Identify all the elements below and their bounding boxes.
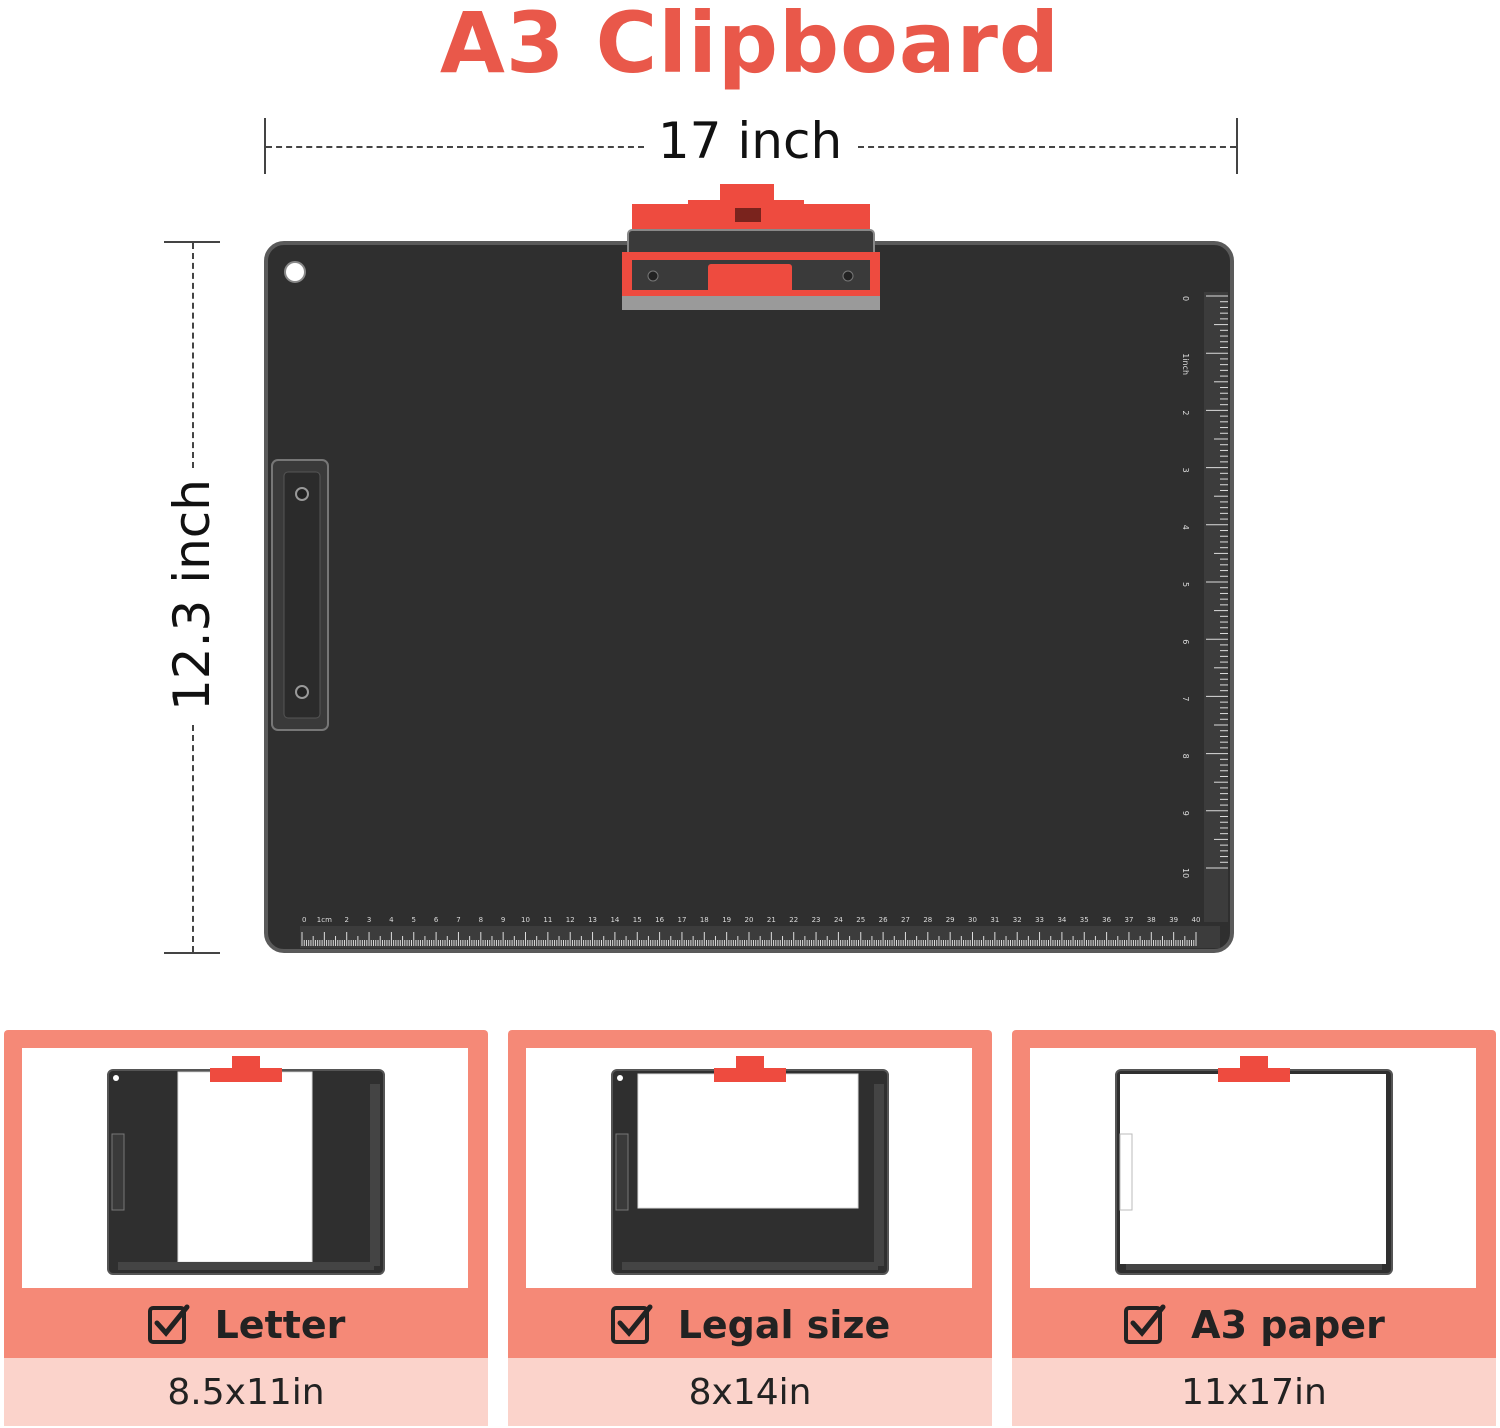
horizontal-ruler-label: 11: [543, 916, 552, 924]
horizontal-ruler-label: 14: [610, 916, 619, 924]
horizontal-ruler-label: 37: [1124, 916, 1133, 924]
horizontal-ruler-label: 31: [990, 916, 999, 924]
horizontal-ruler-label: 5: [412, 916, 416, 924]
legal-preview: [526, 1048, 972, 1288]
letter-preview: [22, 1048, 468, 1288]
a3-card: A3 paper 11x17in: [1012, 1030, 1496, 1426]
letter-label-row: Letter: [4, 1292, 488, 1358]
horizontal-ruler-label: 39: [1169, 916, 1178, 924]
height-dimension-line-bottom: [192, 725, 194, 952]
horizontal-ruler-label: 15: [633, 916, 642, 924]
height-dimension-bottom-tick: [164, 952, 220, 954]
legal-size: 8x14in: [508, 1358, 992, 1426]
horizontal-ruler-label: 20: [745, 916, 754, 924]
horizontal-ruler-label: 34: [1057, 916, 1066, 924]
legal-card: Legal size 8x14in: [508, 1030, 992, 1426]
horizontal-ruler-label: 18: [700, 916, 709, 924]
horizontal-ruler-label: 32: [1013, 916, 1022, 924]
vertical-ruler: 0 1inch 2 3 4 5 6 7 8 9 10: [1181, 292, 1228, 922]
width-dimension-line-right: [858, 146, 1236, 148]
vertical-ruler-label: 0: [1181, 296, 1190, 301]
clipboard-board: [264, 241, 1234, 953]
horizontal-ruler-label: 16: [655, 916, 664, 924]
page-title: A3 Clipboard: [439, 0, 1061, 92]
width-dimension-label: 17 inch: [657, 112, 843, 170]
horizontal-ruler-label: 0: [302, 916, 306, 924]
vertical-ruler-label: 4: [1181, 525, 1190, 530]
vertical-ruler-label: 3: [1181, 468, 1190, 473]
width-dimension-line-left: [266, 146, 644, 148]
vertical-ruler-label: 2: [1181, 410, 1190, 415]
horizontal-ruler-label: 26: [879, 916, 888, 924]
legal-label-row: Legal size: [508, 1292, 992, 1358]
horizontal-ruler-label: 1cm: [317, 916, 332, 924]
checkbox-checked-icon: [147, 1304, 190, 1344]
a3-label-row: A3 paper: [1012, 1292, 1496, 1358]
horizontal-ruler-label: 13: [588, 916, 597, 924]
horizontal-ruler-label: 12: [566, 916, 575, 924]
checkbox-checked-icon: [1124, 1304, 1166, 1344]
horizontal-ruler-label: 35: [1080, 916, 1089, 924]
horizontal-ruler-label: 28: [923, 916, 932, 924]
horizontal-ruler-label: 6: [434, 916, 439, 924]
hanging-hole: [284, 261, 306, 283]
horizontal-ruler-label: 4: [389, 916, 394, 924]
horizontal-ruler-label: 24: [834, 916, 843, 924]
vertical-ruler-label: 9: [1181, 811, 1190, 816]
a3-size: 11x17in: [1012, 1358, 1496, 1426]
width-dimension-left-tick: [264, 118, 266, 174]
horizontal-ruler-label: 38: [1147, 916, 1156, 924]
horizontal-ruler-label: 8: [479, 916, 483, 924]
horizontal-ruler-label: 3: [367, 916, 371, 924]
horizontal-ruler-label: 7: [456, 916, 460, 924]
vertical-ruler-label: 10: [1181, 868, 1190, 878]
horizontal-ruler-label: 21: [767, 916, 776, 924]
horizontal-ruler-label: 17: [677, 916, 686, 924]
horizontal-ruler-label: 29: [946, 916, 955, 924]
a3-preview: [1030, 1048, 1476, 1288]
horizontal-ruler-label: 36: [1102, 916, 1111, 924]
horizontal-ruler-label: 9: [501, 916, 505, 924]
horizontal-ruler-label: 40: [1192, 916, 1201, 924]
vertical-ruler-label: 7: [1181, 696, 1190, 701]
top-clip: [622, 184, 880, 310]
letter-label: Letter: [214, 1303, 346, 1347]
vertical-ruler-label: 8: [1181, 754, 1190, 759]
horizontal-ruler-label: 27: [901, 916, 910, 924]
horizontal-ruler-label: 22: [789, 916, 798, 924]
a3-label: A3 paper: [1191, 1303, 1385, 1347]
legal-label: Legal size: [677, 1303, 891, 1347]
horizontal-ruler-label: 33: [1035, 916, 1044, 924]
horizontal-ruler-label: 19: [722, 916, 731, 924]
horizontal-ruler-label: 10: [521, 916, 530, 924]
width-dimension-right-tick: [1236, 118, 1238, 174]
horizontal-ruler-label: 2: [344, 916, 348, 924]
vertical-ruler-label: 5: [1181, 582, 1190, 587]
horizontal-ruler-label: 23: [812, 916, 821, 924]
letter-size: 8.5x11in: [4, 1358, 488, 1426]
height-dimension-top-tick: [164, 241, 220, 243]
letter-card: Letter 8.5x11in: [4, 1030, 488, 1426]
checkbox-checked-icon: [610, 1304, 653, 1344]
horizontal-ruler-label: 30: [968, 916, 977, 924]
vertical-ruler-label: 1inch: [1181, 353, 1190, 375]
horizontal-ruler-label: 25: [856, 916, 865, 924]
height-dimension-line-top: [192, 243, 194, 468]
side-clip: [271, 459, 329, 731]
vertical-ruler-label: 6: [1181, 639, 1190, 644]
